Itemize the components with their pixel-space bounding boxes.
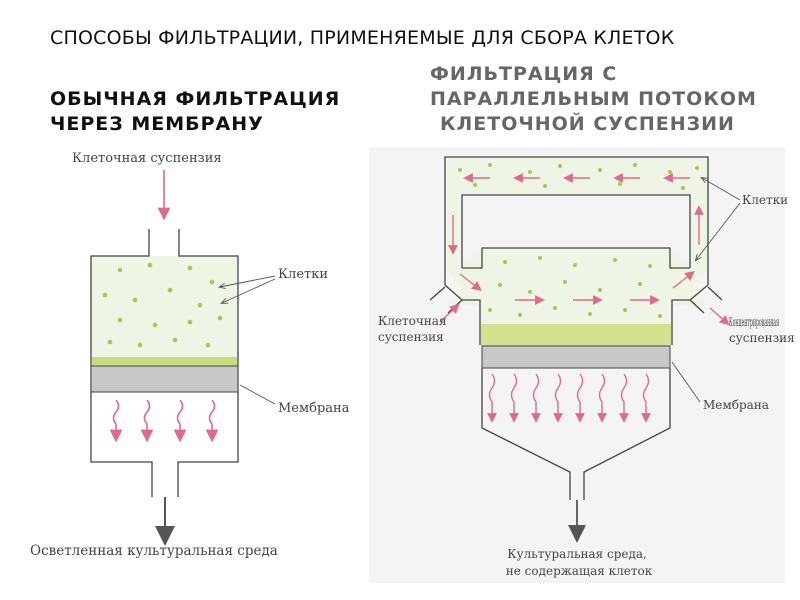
cell-chamber bbox=[91, 256, 238, 364]
right-heading-line: КЛЕТОЧНОЙ СУСПЕНЗИИ bbox=[440, 113, 735, 135]
right-heading-line: ФИЛЬТРАЦИЯ С bbox=[430, 63, 618, 85]
left-input-label: Клеточная суспензия bbox=[72, 151, 222, 166]
cell-cake-layer bbox=[92, 357, 237, 366]
filter-housing-lower bbox=[90, 392, 239, 497]
left-heading-line: ОБЫЧНАЯ ФИЛЬТРАЦИЯ bbox=[50, 88, 341, 110]
left-output-label: Осветленная культуральная среда bbox=[30, 543, 278, 559]
membrane-pointer bbox=[239, 384, 276, 405]
slide-title: СПОСОБЫ ФИЛЬТРАЦИИ, ПРИМЕНЯЕМЫЕ ДЛЯ СБОР… bbox=[50, 27, 675, 49]
membrane bbox=[90, 365, 239, 393]
cells-group bbox=[102, 262, 223, 348]
left-cells-label: Клетки bbox=[278, 267, 328, 282]
right-heading-line: ПАРАЛЛЕЛЬНЫМ ПОТОКОМ bbox=[430, 88, 757, 110]
filter-housing-upper bbox=[90, 229, 239, 392]
cells-pointer bbox=[220, 275, 276, 287]
filtrate-arrows bbox=[109, 399, 219, 443]
cells-pointer bbox=[222, 278, 276, 303]
right-diagram-panel bbox=[369, 147, 785, 583]
left-heading: ОБЫЧНАЯ ФИЛЬТРАЦИЯ ЧЕРЕЗ МЕМБРАНУ bbox=[50, 87, 340, 137]
left-membrane-label: Мембрана bbox=[278, 401, 350, 416]
left-heading-line: ЧЕРЕЗ МЕМБРАНУ bbox=[50, 113, 264, 135]
right-heading: ФИЛЬТРАЦИЯ С ПАРАЛЛЕЛЬНЫМ ПОТОКОМ КЛЕТОЧ… bbox=[430, 62, 757, 137]
